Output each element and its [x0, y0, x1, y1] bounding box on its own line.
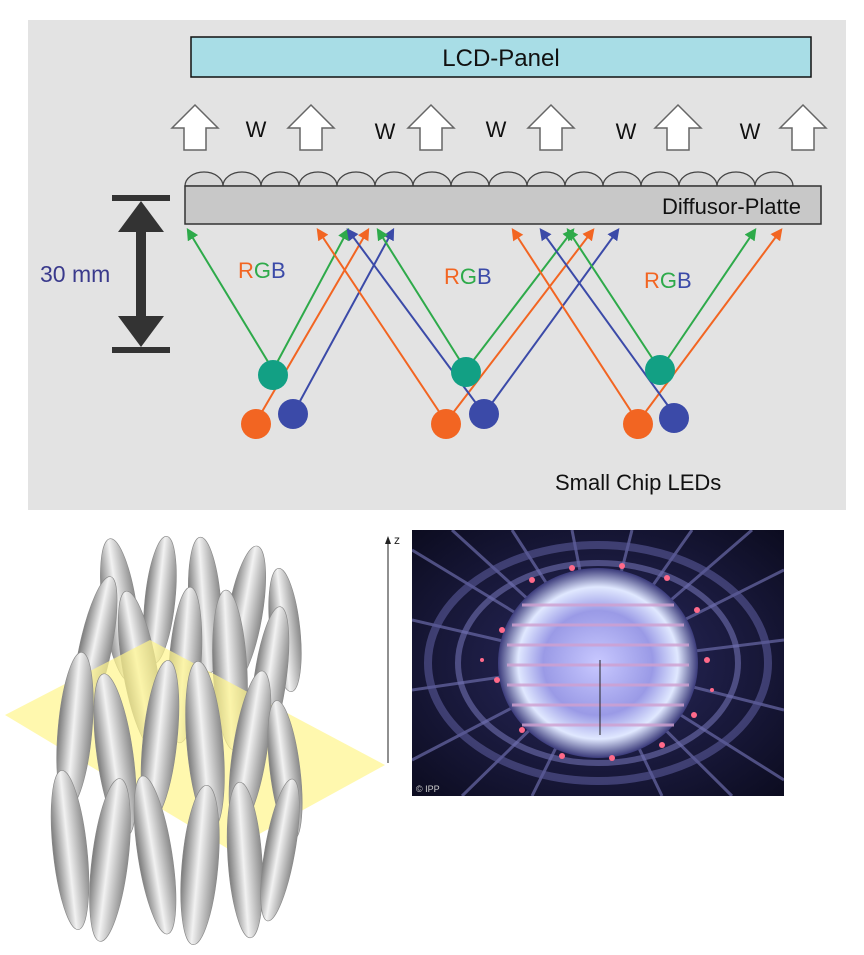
diffusor-plate	[184, 185, 822, 225]
green-led	[451, 357, 481, 387]
white-labels: W W W W W	[246, 117, 761, 144]
plasma-vessel-photo: © IPP	[411, 528, 785, 801]
green-led	[258, 360, 288, 390]
lcd-panel-label: LCD-Panel	[442, 45, 559, 72]
plasma-vessel-svg: © IPP	[411, 528, 785, 798]
blue-led	[469, 399, 499, 429]
backlight-diagram: LCD-Panel W W W W W Diffusor-Platte 30 m…	[28, 20, 846, 510]
lens-array	[184, 171, 794, 187]
lcd-panel	[190, 36, 812, 78]
distance-label: 30 mm	[40, 261, 110, 287]
w-label: W	[486, 117, 507, 142]
red-led	[241, 409, 271, 439]
hot-spots	[480, 563, 714, 761]
up-arrow-icon	[170, 103, 220, 151]
w-label: W	[246, 117, 267, 142]
z-axis-label: z	[394, 533, 400, 547]
green-led	[645, 355, 675, 385]
up-arrow-icon	[286, 103, 336, 151]
up-arrow-icon	[526, 103, 576, 151]
white-light-arrows	[170, 103, 828, 151]
distance-measure	[112, 195, 170, 353]
rgb-label-3: RGB	[644, 268, 692, 293]
w-label: W	[375, 119, 396, 144]
rgb-label-2: RGB	[444, 264, 492, 289]
blue-led	[659, 403, 689, 433]
plasma-glow	[498, 568, 698, 758]
up-arrow-icon	[778, 103, 828, 151]
led-array	[241, 355, 689, 439]
ellipsoid-figure: z	[0, 520, 405, 955]
rgb-labels: RGB RGB RGB	[238, 258, 692, 293]
red-led	[431, 409, 461, 439]
ellipsoids-front	[50, 651, 303, 946]
w-label: W	[616, 119, 637, 144]
inner-stripes	[507, 603, 689, 727]
rgb-label-1: RGB	[238, 258, 286, 283]
up-arrow-icon	[653, 103, 703, 151]
blue-led	[278, 399, 308, 429]
up-arrow-icon	[406, 103, 456, 151]
backlight-diagram-svg: LCD-Panel W W W W W Diffusor-Platte 30 m…	[40, 36, 828, 495]
leds-label: Small Chip LEDs	[555, 470, 721, 495]
red-led	[623, 409, 653, 439]
light-rays	[186, 227, 783, 423]
diffusor-label: Diffusor-Platte	[662, 194, 801, 219]
ellipsoid-figure-svg: z	[5, 533, 400, 946]
w-label: W	[740, 119, 761, 144]
copyright-mark: © IPP	[416, 784, 440, 794]
